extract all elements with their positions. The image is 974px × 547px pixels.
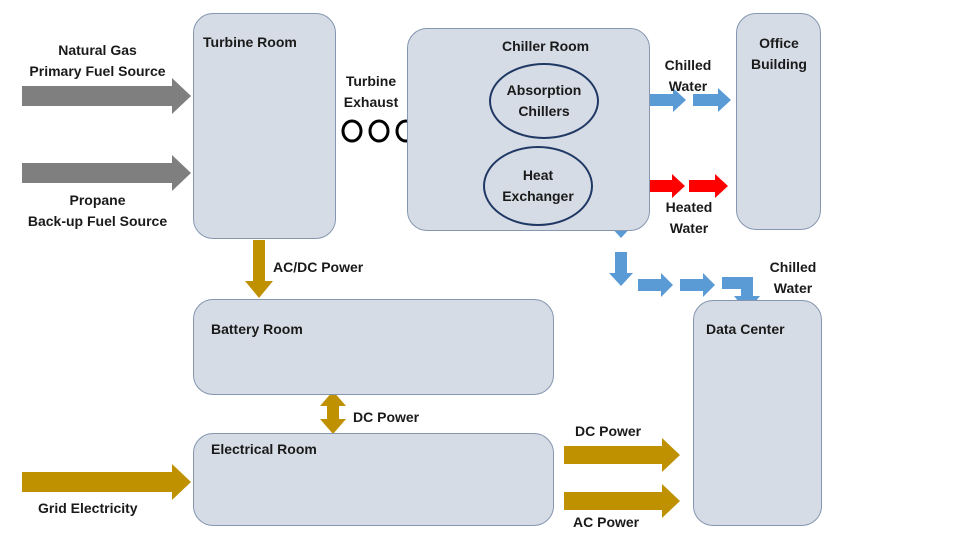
ac-power-arrow — [564, 484, 680, 518]
electrical-room-title: Electrical Room — [211, 441, 317, 457]
acdc-power-arrow — [245, 240, 273, 298]
battery-room — [193, 299, 554, 395]
heated-water-label: Heated Water — [665, 199, 713, 236]
dc-power-mid-label: DC Power — [353, 409, 420, 425]
absorption-chillers: Absorption Chillers — [489, 63, 599, 139]
absorption-chillers-label: Absorption Chillers — [506, 82, 582, 119]
chilled-water-office-label: Chilled Water — [664, 57, 712, 94]
dc-power-arrow — [564, 438, 680, 472]
heat-exchanger-label: Heat Exchanger — [502, 167, 574, 204]
office-building — [736, 13, 821, 230]
heat-exchanger: Heat Exchanger — [483, 146, 593, 226]
propane-arrow — [22, 155, 191, 191]
dc-power-bidirectional-arrow — [320, 391, 346, 434]
turbine-room — [193, 13, 336, 239]
battery-room-title: Battery Room — [211, 321, 303, 337]
data-center-title: Data Center — [706, 321, 785, 337]
chilled-water-dc-label: Chilled Water — [769, 259, 817, 296]
ac-power-label: AC Power — [573, 514, 640, 530]
office-building-title: Office Building — [751, 35, 807, 72]
grid-electricity-arrow — [22, 464, 191, 500]
turbine-exhaust-label: Turbine Exhaust — [343, 73, 399, 110]
dc-power-right-label: DC Power — [575, 423, 642, 439]
electrical-room — [193, 433, 554, 526]
acdc-power-label: AC/DC Power — [273, 259, 364, 275]
chiller-room-title: Chiller Room — [502, 38, 590, 54]
natural-gas-arrow — [22, 78, 191, 114]
propane-label: Propane Back-up Fuel Source — [27, 192, 168, 229]
turbine-room-title: Turbine Room — [203, 34, 297, 50]
grid-electricity-label: Grid Electricity — [38, 500, 138, 516]
natural-gas-label: Natural Gas Primary Fuel Source — [29, 42, 166, 79]
data-center — [693, 300, 822, 526]
